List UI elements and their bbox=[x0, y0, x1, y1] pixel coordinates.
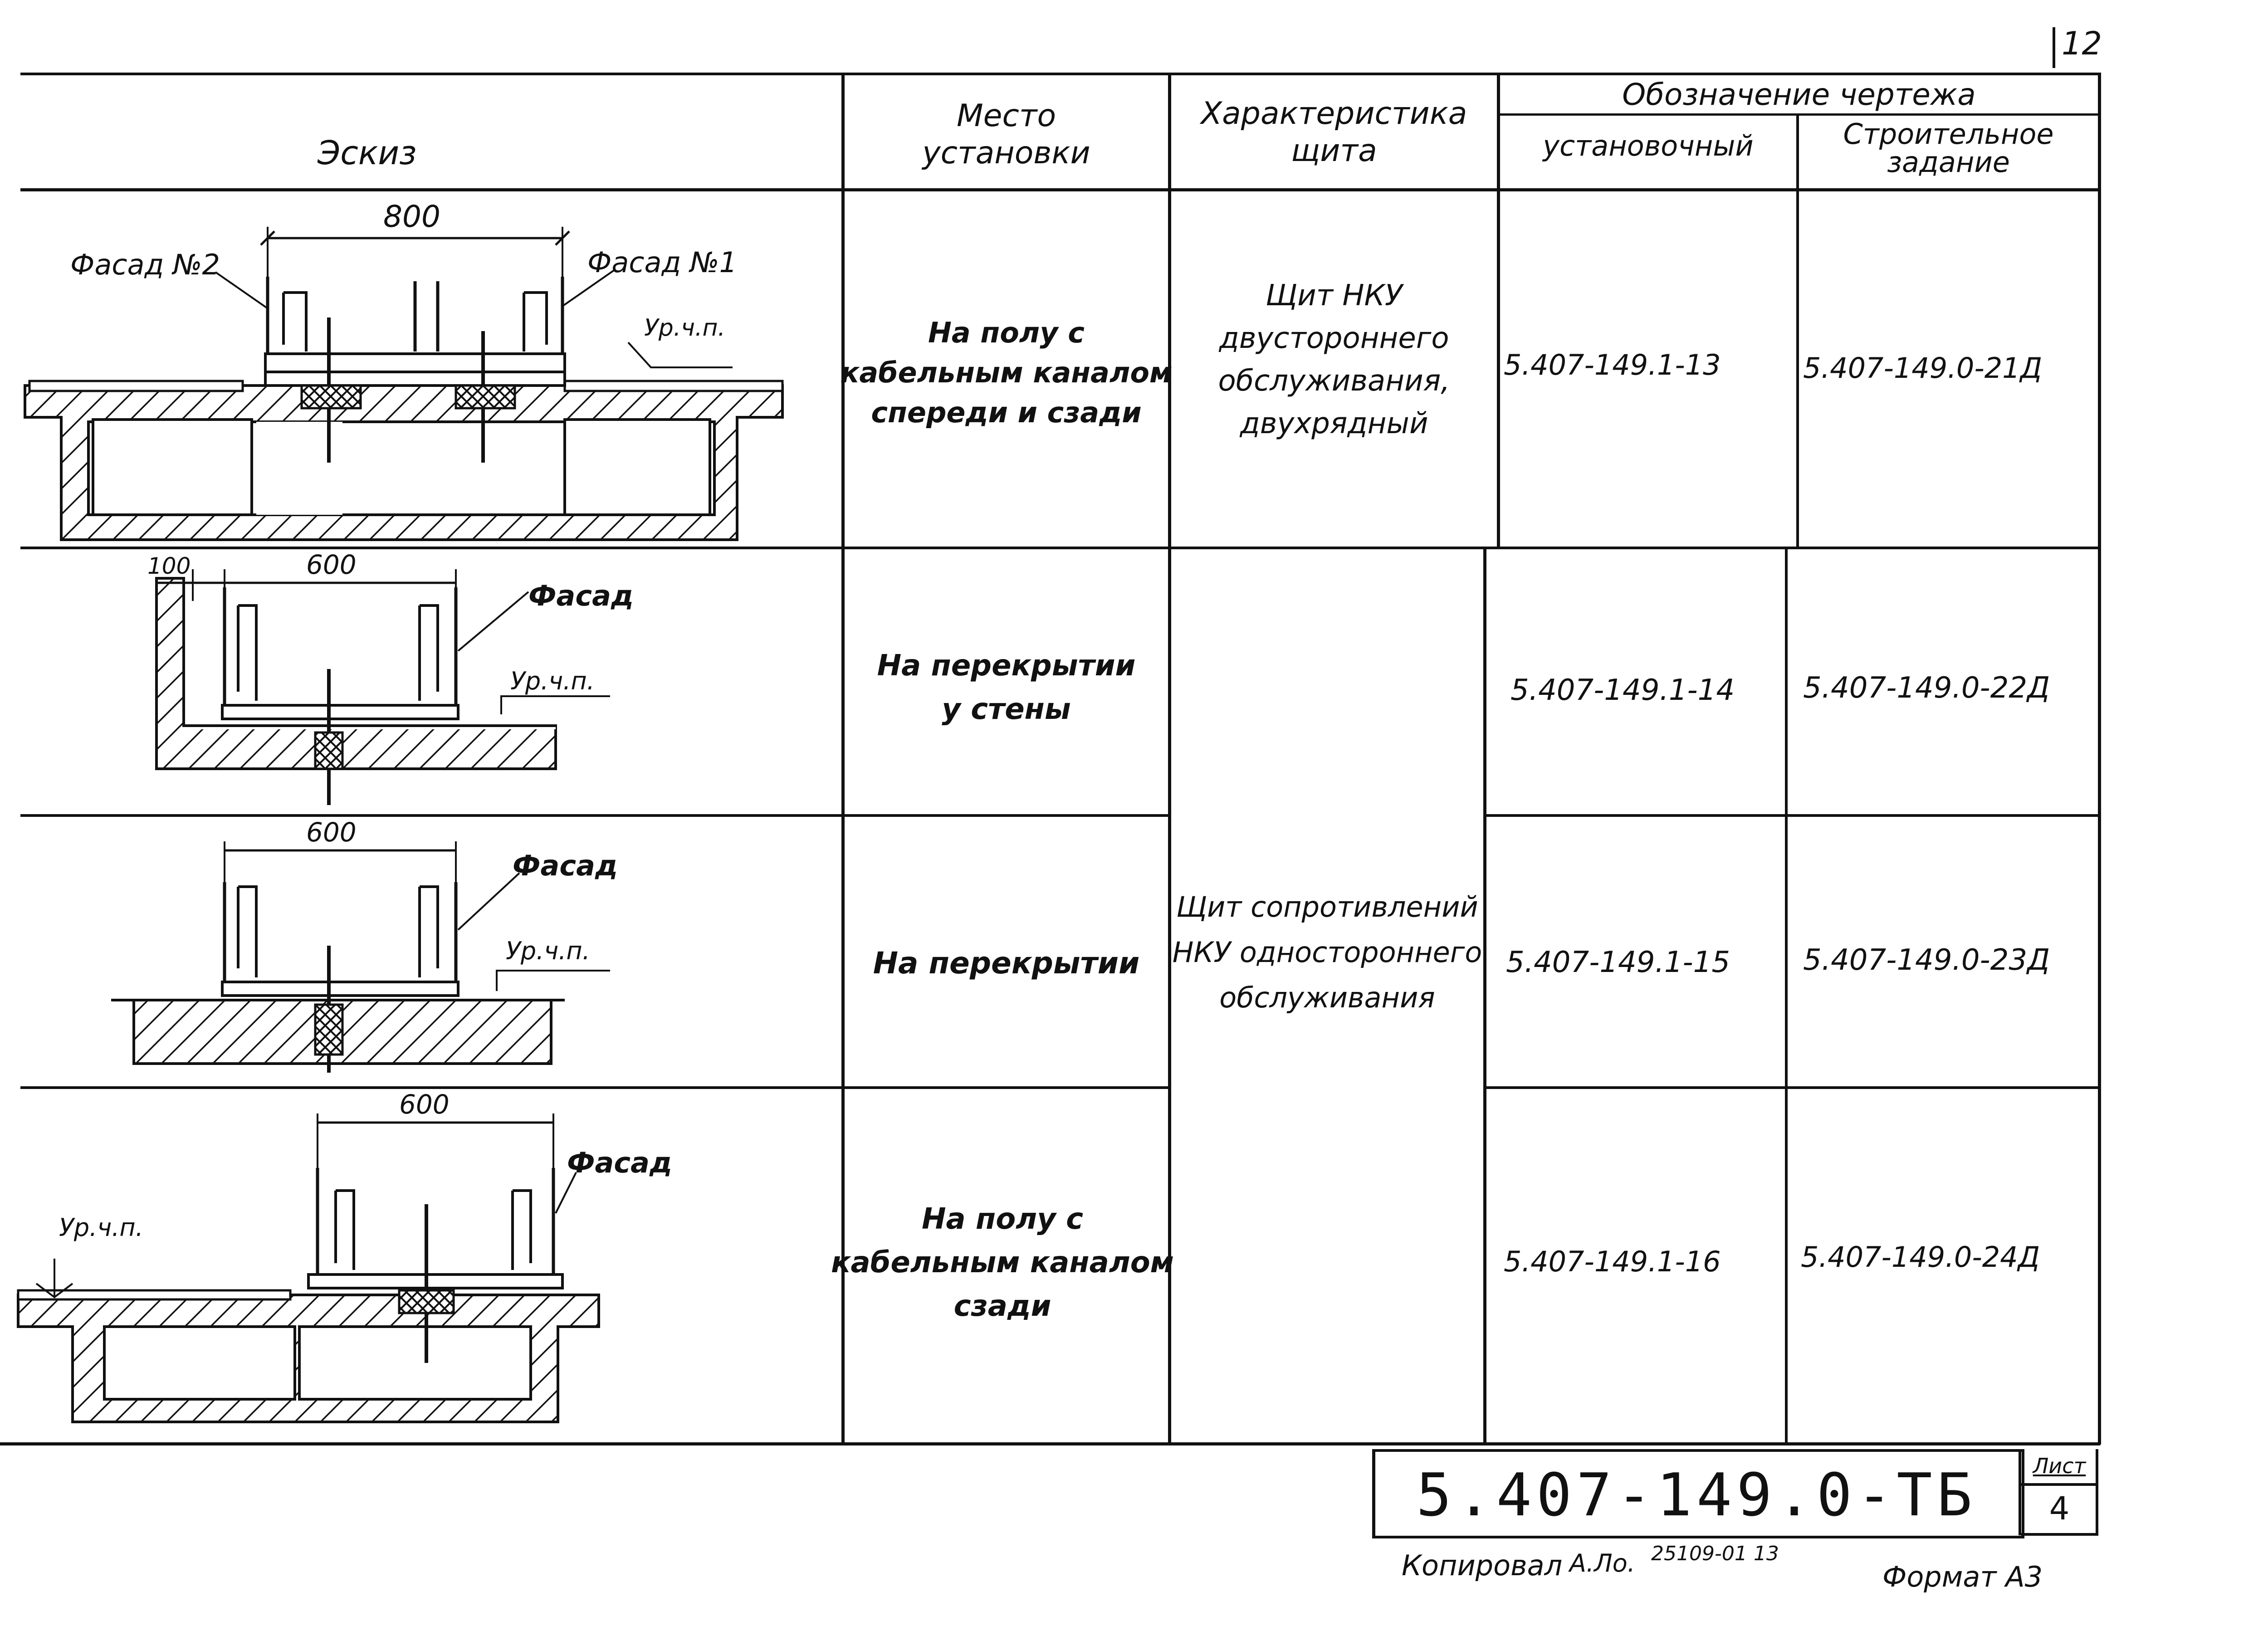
sketch-3-dim: 600 bbox=[306, 819, 357, 848]
row2-place: На перекрытии у стены bbox=[877, 649, 1136, 726]
sheet-label: Лист bbox=[2033, 1454, 2086, 1478]
sketch-4-facade: Фасад bbox=[567, 1146, 672, 1179]
row2-construction: 5.407-149.0-22Д bbox=[1803, 671, 2050, 705]
row3-place: На перекрытии bbox=[873, 946, 1140, 981]
sketch-1-dim: 800 bbox=[383, 199, 440, 234]
sketch-1-facade-left: Фасад №2 bbox=[70, 248, 220, 281]
sketch-1-level: Ур.ч.п. bbox=[644, 314, 725, 342]
row1-installation: 5.407-149.1-13 bbox=[1504, 348, 1721, 381]
sheet-number: 4 bbox=[2049, 1490, 2070, 1527]
row1-construction: 5.407-149.0-21Д bbox=[1803, 352, 2043, 385]
merged-characteristic: Щит сопротивлений НКУ одностороннего обс… bbox=[1172, 890, 1482, 1014]
row2-installation: 5.407-149.1-14 bbox=[1510, 674, 1735, 707]
row3-construction: 5.407-149.0-23Д bbox=[1803, 943, 2050, 977]
sketch-3-level: Ур.ч.п. bbox=[506, 937, 590, 965]
header-sketch: Эскиз bbox=[318, 134, 417, 172]
footer-copied: Копировал bbox=[1402, 1549, 1563, 1582]
page-number: 12 bbox=[2062, 25, 2102, 62]
page-number-divider bbox=[2053, 27, 2055, 68]
sketch-2-dim-small: 100 bbox=[147, 553, 191, 579]
sketch-3-facade: Фасад bbox=[513, 849, 618, 882]
sketch-3-drawing: 600 Фасад Ур.ч.п. bbox=[111, 819, 618, 1073]
sketch-2-level: Ур.ч.п. bbox=[510, 667, 595, 695]
sketch-2-dim: 600 bbox=[306, 551, 357, 580]
sketch-1-facade-right: Фасад №1 bbox=[587, 246, 737, 279]
footer-signature: А.Ло. bbox=[1569, 1549, 1635, 1577]
row4-installation: 5.407-149.1-16 bbox=[1504, 1245, 1721, 1278]
sketch-2-drawing: 100 600 Фасад Ур.ч.п. bbox=[147, 551, 634, 805]
header-characteristic: Характеристика щита bbox=[1201, 96, 1467, 169]
header-installation: установочный bbox=[1543, 129, 1754, 162]
sketch-1-drawing: 800 Фасад №2 Фасад №1 Ур.ч.п. bbox=[24, 199, 784, 541]
doc-code: 5.407-149.0-ТБ bbox=[1416, 1460, 1977, 1529]
row3-installation: 5.407-149.1-15 bbox=[1506, 946, 1730, 979]
sketch-4-dim: 600 bbox=[399, 1091, 450, 1120]
footer-format: Формат А3 bbox=[1882, 1560, 2043, 1593]
header-place: Место установки bbox=[922, 98, 1090, 171]
header-designation: Обозначение чертежа bbox=[1622, 77, 1976, 112]
row1-place: На полу с кабельным каналом спереди и сз… bbox=[840, 316, 1173, 429]
footer-order-number: 25109-01 13 bbox=[1651, 1542, 1779, 1565]
sketch-4-drawing: 600 Фасад Ур.ч.п. bbox=[17, 1091, 672, 1423]
row4-construction: 5.407-149.0-24Д bbox=[1801, 1240, 2040, 1274]
header-construction: Строительное задание bbox=[1843, 117, 2054, 179]
sketch-2-facade: Фасад bbox=[528, 579, 634, 612]
row4-place: На полу с кабельным каналом сзади bbox=[831, 1202, 1174, 1323]
row1-characteristic: Щит НКУ двустороннего обслуживания, двух… bbox=[1218, 279, 1450, 440]
sketch-4-level: Ур.ч.п. bbox=[59, 1213, 143, 1242]
